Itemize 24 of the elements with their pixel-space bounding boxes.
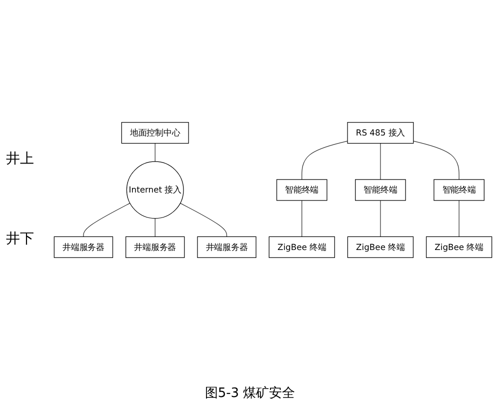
node-box: ZigBee 终端 [347,236,414,258]
connector [413,140,460,180]
node-box: 智能终端 [276,179,328,201]
node-box: 井端服务器 [126,236,185,258]
figure-caption: 图5-3 煤矿安全 [204,385,296,402]
node-box: 井端服务器 [54,236,114,258]
node-box: ZigBee 终端 [426,236,492,258]
connector [302,140,348,180]
node-box: ZigBee 终端 [268,236,335,258]
connector [458,200,460,238]
node-box: 智能终端 [355,179,406,201]
connector [154,218,156,238]
connector [380,142,381,180]
connector [180,202,228,238]
node-box: RS 485 接入 [347,122,414,144]
node-box: 智能终端 [434,179,484,201]
level-label: 井上 [6,150,34,168]
connector [154,142,156,162]
connector [380,200,381,238]
node-box: 井端服务器 [197,236,256,258]
node-box: 地面控制中心 [121,122,189,144]
level-label: 井下 [6,230,34,248]
connector [83,202,130,238]
node-circle: Internet 接入 [126,161,184,219]
